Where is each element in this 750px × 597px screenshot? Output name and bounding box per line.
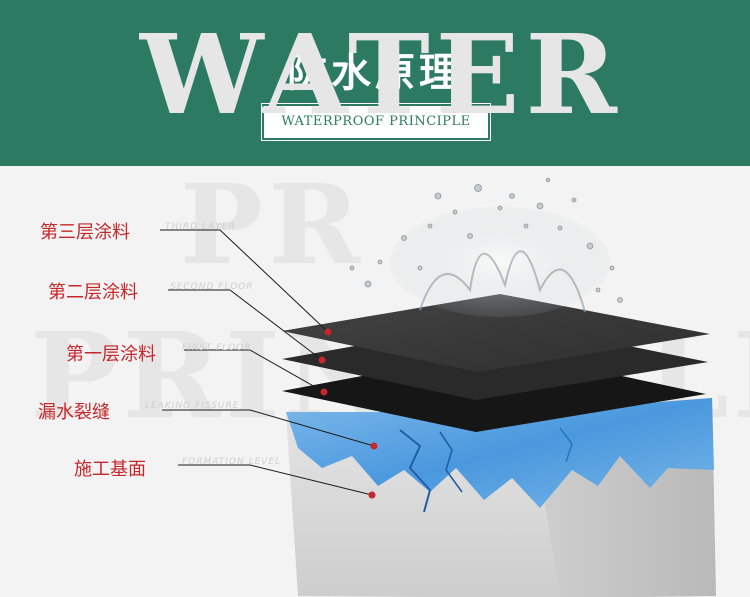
label-first-coating: 第一层涂料 xyxy=(66,344,156,365)
leader-dot-base xyxy=(368,491,376,499)
ghost-label-base: FORMATION LEVEL xyxy=(182,457,282,467)
leader-line-first xyxy=(184,349,325,393)
leader-line-fissure xyxy=(162,409,375,447)
ghost-label-second: SECOND FLOOR xyxy=(170,282,254,292)
leader-dot-fissure xyxy=(370,442,378,450)
watermark-water: WATER xyxy=(140,10,623,139)
ghost-label-fissure: LEAKING FISSURE xyxy=(145,401,240,411)
label-leak-fissure: 漏水裂缝 xyxy=(38,402,110,423)
crack-line-3 xyxy=(559,427,573,463)
water-seepage-zone xyxy=(286,398,714,508)
leader-dot-third xyxy=(324,328,332,336)
watermark-pr: PR xyxy=(180,160,367,289)
label-third-coating: 第三层涂料 xyxy=(40,222,130,243)
leader-dots xyxy=(318,328,378,499)
label-construction-base: 施工基面 xyxy=(74,459,146,480)
crack-line-1 xyxy=(399,429,432,513)
label-second-coating: 第二层涂料 xyxy=(48,282,138,303)
splash-cloud xyxy=(390,207,610,317)
ghost-label-first: FIRST FLOOR xyxy=(182,343,252,353)
subtitle-frame: WATERPROOF PRINCIPLE xyxy=(264,106,488,138)
page-subtitle: WATERPROOF PRINCIPLE xyxy=(281,114,471,129)
leader-line-base xyxy=(178,464,373,496)
leader-lines xyxy=(160,229,375,496)
water-droplets xyxy=(349,177,623,303)
leader-dot-first xyxy=(320,388,328,396)
third-coating-layer xyxy=(282,294,710,372)
crack-line-2 xyxy=(439,431,463,493)
splash-crown xyxy=(419,250,586,313)
page-title: 防水原理 xyxy=(287,50,463,96)
header-banner: 防水原理 WATERPROOF PRINCIPLE xyxy=(0,0,750,166)
leader-line-third xyxy=(160,229,329,333)
leader-dot-second xyxy=(318,356,326,364)
leader-line-second xyxy=(168,289,323,361)
ghost-label-third: THIRD LAYER xyxy=(165,222,236,232)
